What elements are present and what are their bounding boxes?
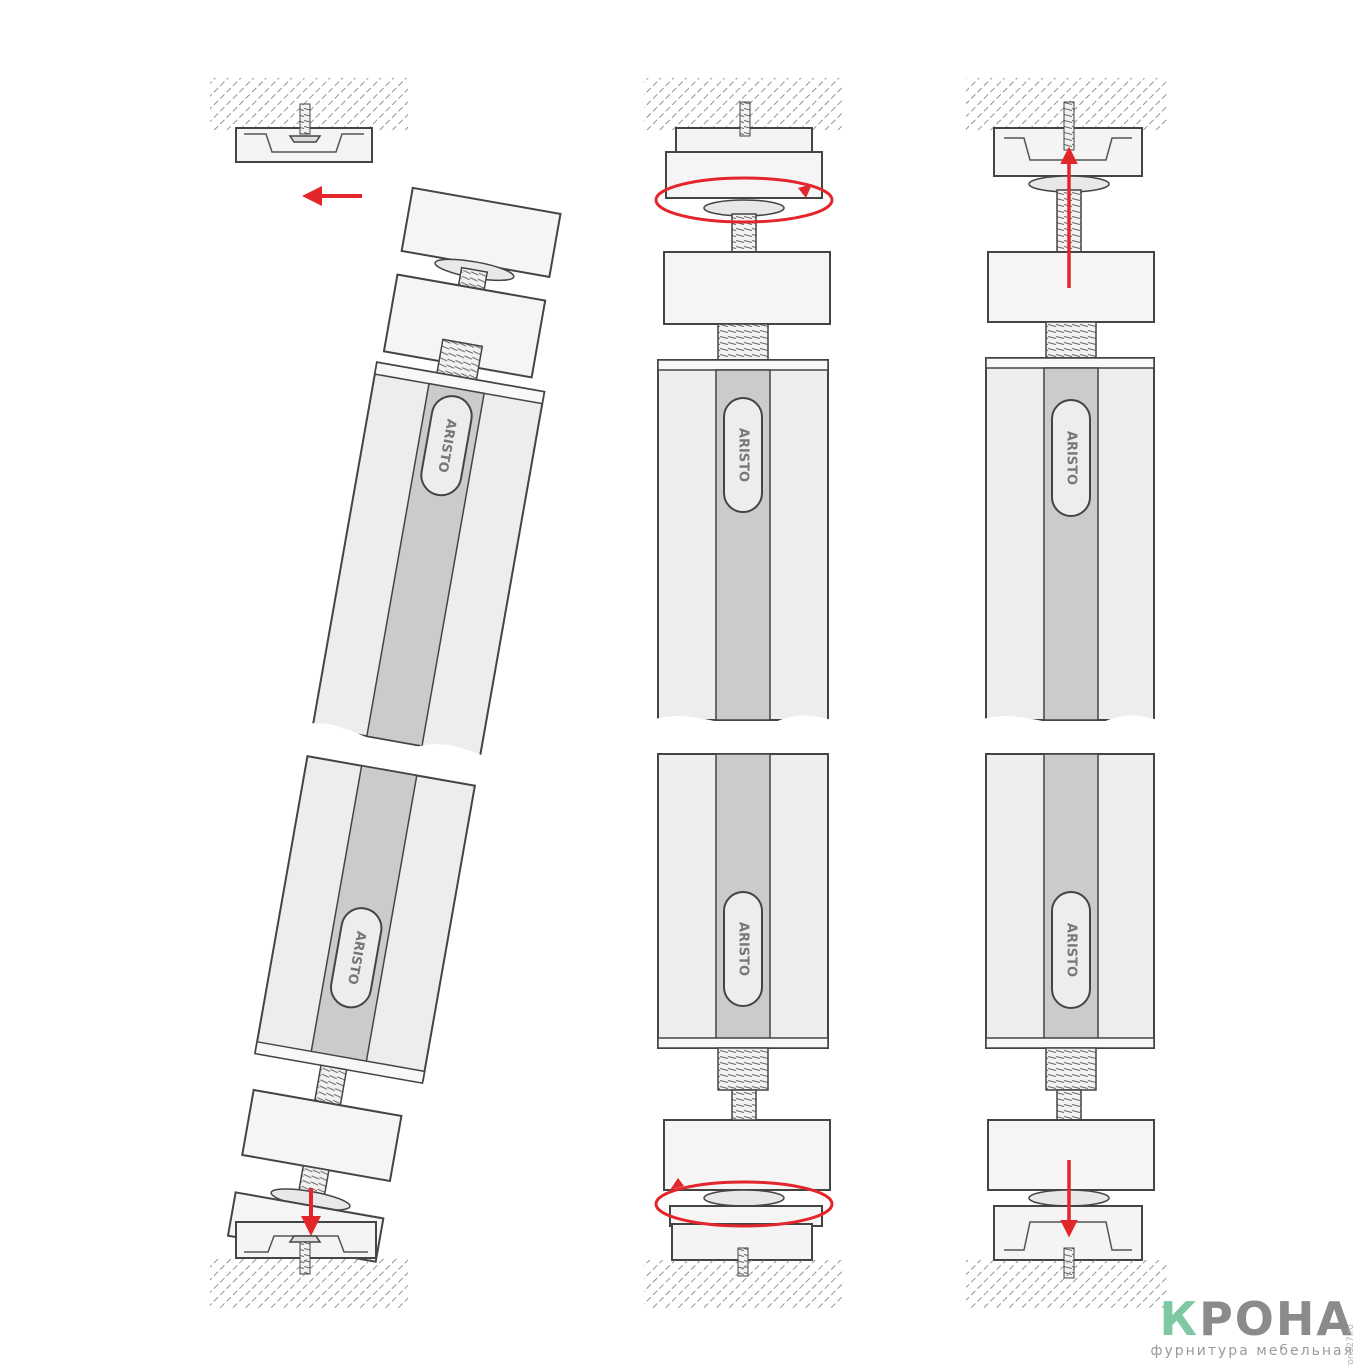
top-rail-2 [665,101,823,217]
brand-first-letter: К [1159,1292,1200,1346]
floor-hatch-2 [644,1260,842,1308]
aristo-logo-bottom-2: ARISTO [736,922,751,976]
brand-name: КРОНА [1150,1296,1354,1342]
step-2-column: ARISTO ARISTO [644,78,842,1308]
brand-tagline: фурнитура мебельная [1150,1343,1354,1359]
rotate-arrow-top-2 [654,176,834,224]
aristo-logo-top-3: ARISTO [1064,431,1079,485]
brand-site: krona27.ru [1346,1324,1356,1366]
top-rail-1 [235,103,373,163]
aristo-logo-top-2: ARISTO [736,428,751,482]
tilted-assembly-1: ARISTO ARISTO [226,186,562,1263]
rotate-arrow-bottom-2 [654,1180,834,1228]
floor-hatch-1 [210,1258,408,1308]
brand-rest: РОНА [1199,1292,1354,1346]
aristo-logo-bottom-3: ARISTO [1064,923,1079,977]
step-1-column: ARISTO ARISTO [210,78,562,1308]
step-3-column: ARISTO ARISTO [966,78,1168,1308]
krona-watermark: КРОНА фурнитура мебельная krona27.ru [1150,1296,1356,1366]
floor-hatch-3 [966,1260,1168,1308]
